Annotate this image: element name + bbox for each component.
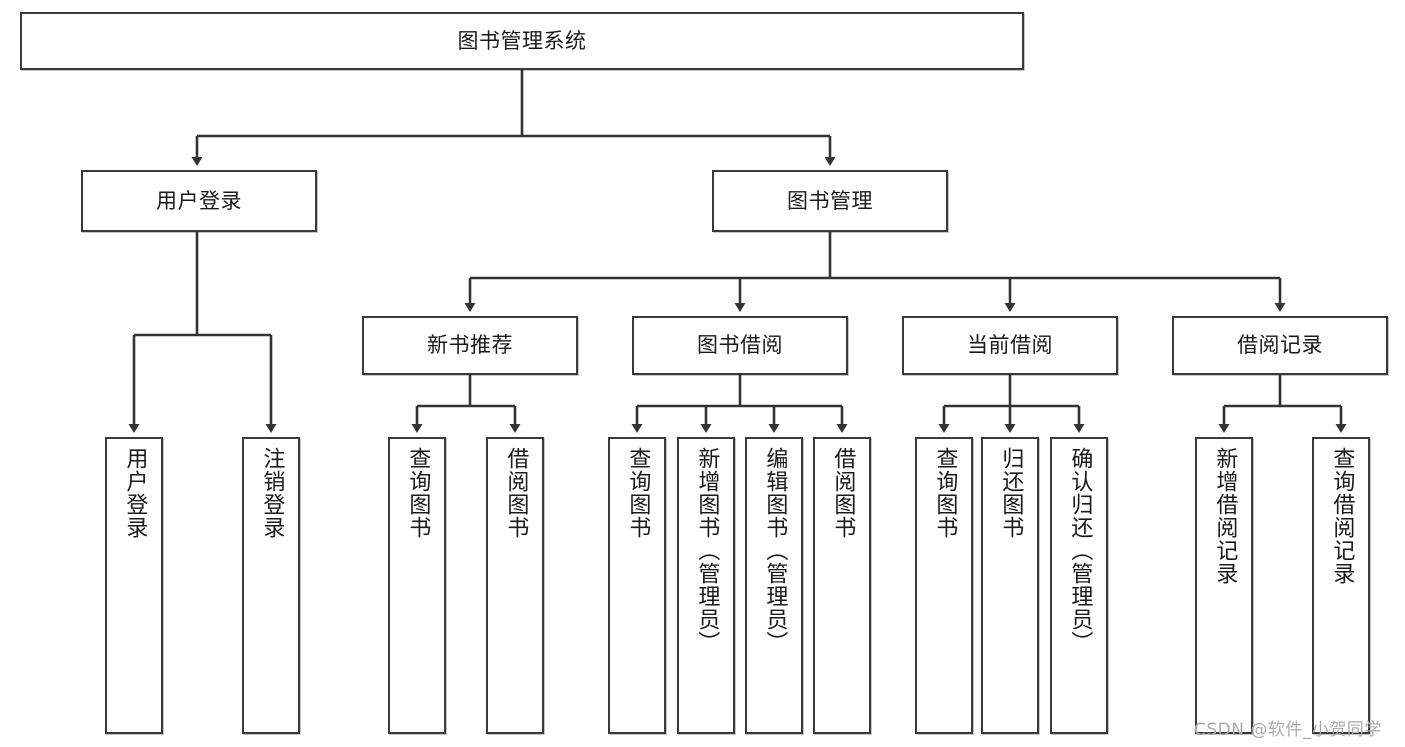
leaf-book-borrow-borrow[interactable]: 借阅图书 xyxy=(813,437,871,734)
node-label: 查询借阅记录 xyxy=(1329,447,1355,585)
node-label: 新增图书（管理员） xyxy=(694,447,720,654)
node-label: 注销登录 xyxy=(259,447,285,539)
node-new-book-recommend[interactable]: 新书推荐 xyxy=(362,316,578,375)
node-root-book-management-system[interactable]: 图书管理系统 xyxy=(20,12,1024,70)
node-label: 查询图书 xyxy=(625,447,651,539)
node-label: 查询图书 xyxy=(405,447,431,539)
node-label: 用户登录 xyxy=(122,447,148,539)
leaf-new-book-query[interactable]: 查询图书 xyxy=(388,437,446,734)
leaf-current-borrow-confirm-return[interactable]: 确认归还（管理员） xyxy=(1050,437,1108,734)
leaf-book-borrow-query[interactable]: 查询图书 xyxy=(608,437,666,734)
node-label: 当前借阅 xyxy=(967,333,1053,358)
node-label: 借阅图书 xyxy=(503,447,529,539)
leaf-current-borrow-return[interactable]: 归还图书 xyxy=(981,437,1039,734)
leaf-current-borrow-query[interactable]: 查询图书 xyxy=(915,437,973,734)
node-label: 图书管理 xyxy=(787,188,873,213)
leaf-book-borrow-edit[interactable]: 编辑图书（管理员） xyxy=(745,437,803,734)
node-borrow-record[interactable]: 借阅记录 xyxy=(1172,316,1388,375)
node-label: 借阅记录 xyxy=(1237,333,1323,358)
leaf-borrow-record-add[interactable]: 新增借阅记录 xyxy=(1195,437,1253,734)
leaf-new-book-borrow[interactable]: 借阅图书 xyxy=(486,437,544,734)
node-label: 图书管理系统 xyxy=(457,28,587,53)
node-label: 新增借阅记录 xyxy=(1212,447,1238,585)
node-label: 图书借阅 xyxy=(697,333,783,358)
node-current-borrow[interactable]: 当前借阅 xyxy=(902,316,1118,375)
node-label: 借阅图书 xyxy=(830,447,856,539)
csdn-watermark: CSDN @软件_小贺同学 xyxy=(1194,720,1382,740)
leaf-user-login-logout[interactable]: 注销登录 xyxy=(242,437,300,734)
node-user-login[interactable]: 用户登录 xyxy=(81,170,317,232)
node-label: 编辑图书（管理员） xyxy=(762,447,788,654)
node-label: 用户登录 xyxy=(156,188,242,213)
node-book-management[interactable]: 图书管理 xyxy=(712,170,948,232)
leaf-borrow-record-query[interactable]: 查询借阅记录 xyxy=(1312,437,1370,734)
node-label: 新书推荐 xyxy=(427,333,513,358)
node-label: 确认归还（管理员） xyxy=(1067,447,1093,654)
node-book-borrow[interactable]: 图书借阅 xyxy=(632,316,848,375)
leaf-user-login-login[interactable]: 用户登录 xyxy=(105,437,163,734)
node-label: 查询图书 xyxy=(932,447,958,539)
leaf-book-borrow-add[interactable]: 新增图书（管理员） xyxy=(677,437,735,734)
node-label: 归还图书 xyxy=(998,447,1024,539)
